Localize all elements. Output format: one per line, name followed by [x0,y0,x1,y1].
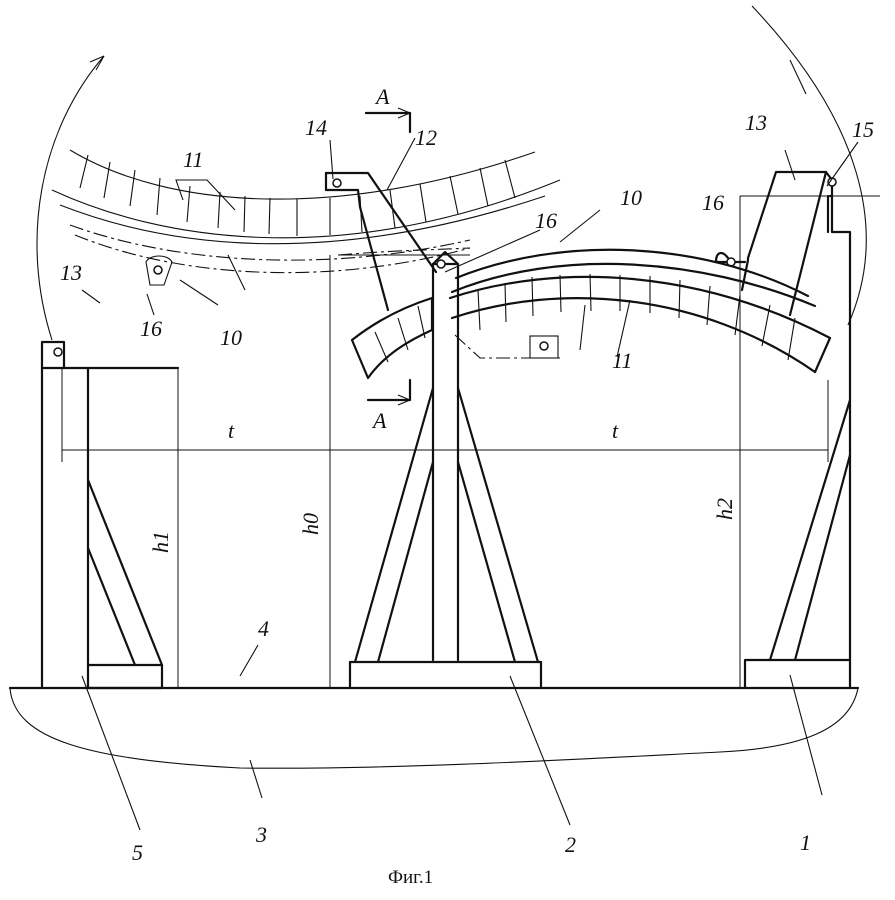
label-2: 2 [565,832,576,857]
label-14: 14 [305,115,327,140]
label-h1: h1 [148,531,173,553]
label-13-right: 13 [745,110,767,135]
arch-segment-raised [350,248,832,380]
label-10-left: 10 [220,325,242,350]
label-12: 12 [415,125,437,150]
section-markers [364,107,412,406]
label-5: 5 [132,840,143,865]
labels: 5 3 2 1 4 13 15 14 12 A A 10 16 16 11 11… [60,84,874,888]
label-t-left: t [228,418,235,443]
label-1: 1 [800,830,811,855]
leader-lines [81,137,859,831]
label-16-right: 16 [702,190,724,215]
label-16-left: 16 [140,316,162,341]
label-h2: h2 [712,498,737,520]
left-stand [40,340,180,690]
figure-caption: Фиг.1 [388,867,433,888]
label-4: 4 [258,616,269,641]
label-t-right: t [612,418,619,443]
clamp-12 [324,171,438,312]
label-11-right: 11 [612,348,632,373]
label-11-left: 11 [183,147,203,172]
label-3: 3 [255,822,267,847]
rotation-arrows [36,5,867,341]
label-A-top: A [374,84,390,109]
middle-stand [348,250,543,690]
floor-slab [8,686,860,769]
label-15: 15 [852,117,874,142]
label-10-right: 10 [620,185,642,210]
arch-segment-dashed [51,149,561,359]
label-h0: h0 [298,513,323,535]
label-13-left: 13 [60,260,82,285]
dimension-lines [61,195,880,688]
label-A-bottom: A [371,408,387,433]
right-stand [714,170,852,690]
label-16-mid: 16 [535,208,557,233]
